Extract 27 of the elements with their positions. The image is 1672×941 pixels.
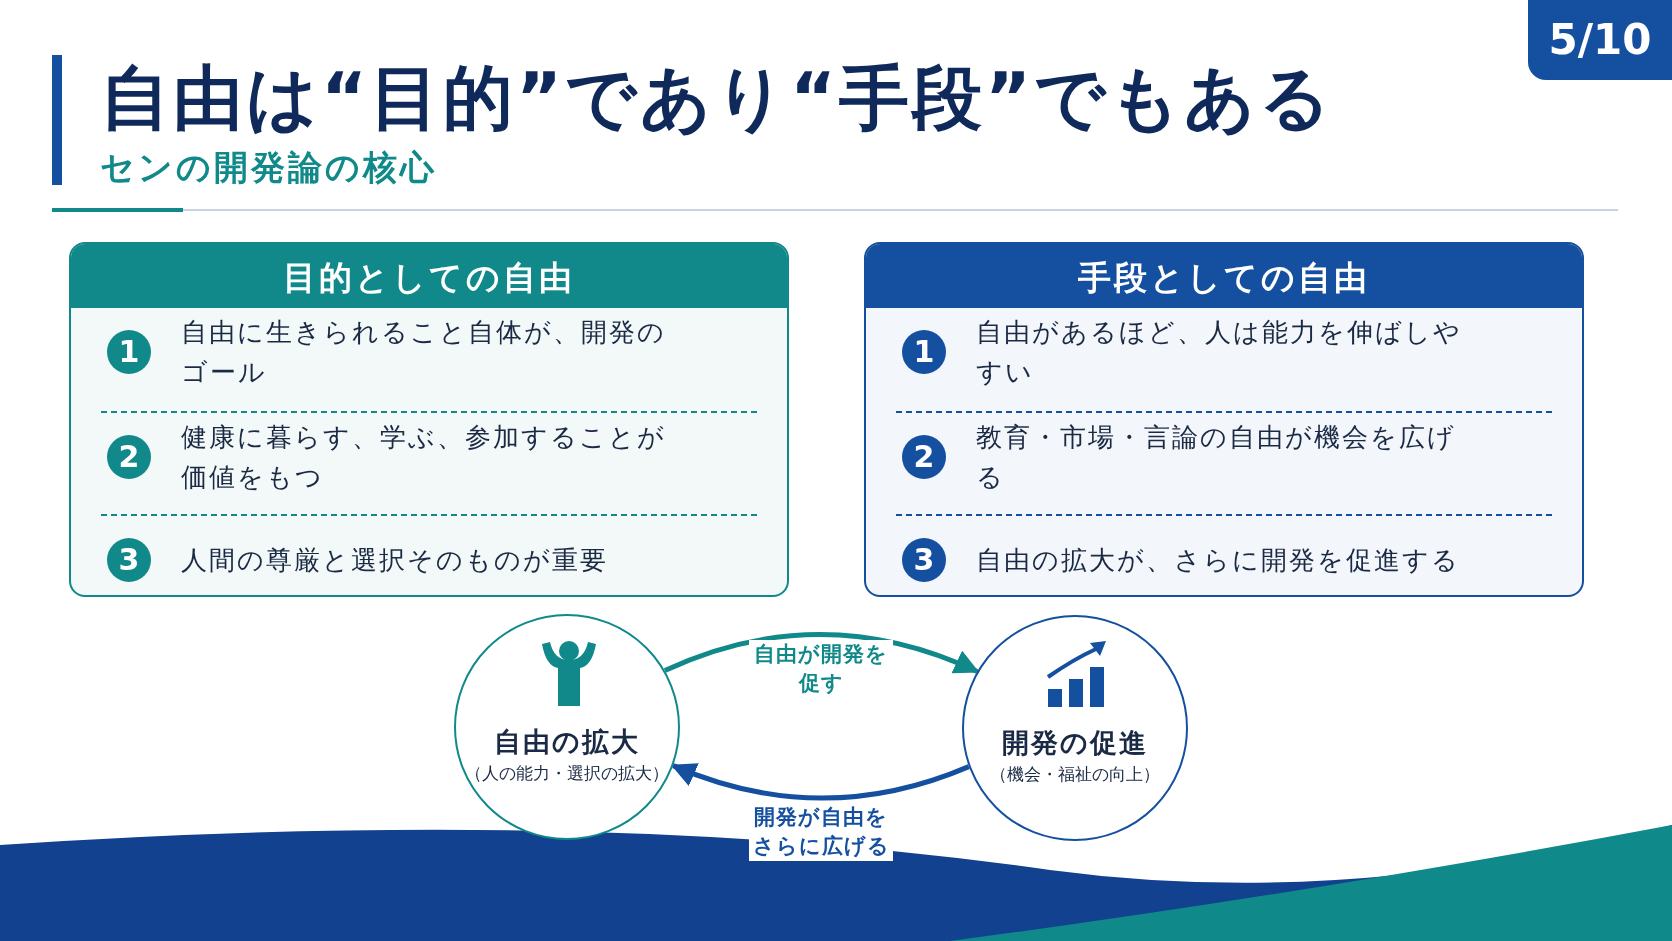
card-heading: 目的としての自由 xyxy=(282,257,576,299)
arrow xyxy=(663,632,980,675)
item-text: 自由があるほど、人は能力を伸ばしやすい xyxy=(976,316,1463,389)
item-text: 健康に暮らす、学ぶ、参加することが価値をもつ xyxy=(181,421,667,494)
number-badge: 3 xyxy=(902,538,946,582)
circle-subtitle: （人の能力・選択の拡大） xyxy=(464,762,670,785)
item-text: 自由の拡大が、さらに開発を促進する xyxy=(976,544,1461,577)
slide-title: 自由は“目的”であり“手段”でもある xyxy=(100,56,1335,141)
card-panel xyxy=(69,242,789,597)
edge-label: 自由が開発を促す xyxy=(749,640,893,698)
circle-title: 自由の拡大 xyxy=(493,725,641,759)
item-text: 自由に生きられること自体が、開発のゴール xyxy=(181,316,667,389)
edge-label: 開発が自由をさらに広げる xyxy=(749,803,893,861)
card-panel xyxy=(864,242,1584,597)
circle-subtitle: （機会・福祉の向上） xyxy=(989,763,1161,786)
card-heading: 手段としての自由 xyxy=(1077,257,1371,299)
arrow xyxy=(670,762,970,801)
number-badge: 1 xyxy=(902,330,946,374)
circle-title: 開発の促進 xyxy=(1001,726,1149,760)
number-badge: 1 xyxy=(107,330,151,374)
page-number: 5/10 xyxy=(1528,0,1672,80)
subtitle: センの開発論の核心 xyxy=(100,146,437,189)
item-text: 人間の尊厳と選択そのものが重要 xyxy=(181,544,609,577)
number-badge: 3 xyxy=(107,538,151,582)
item-text: 教育・市場・言論の自由が機会を広げる xyxy=(976,421,1457,494)
number-badge: 2 xyxy=(902,435,946,479)
number-badge: 2 xyxy=(107,435,151,479)
